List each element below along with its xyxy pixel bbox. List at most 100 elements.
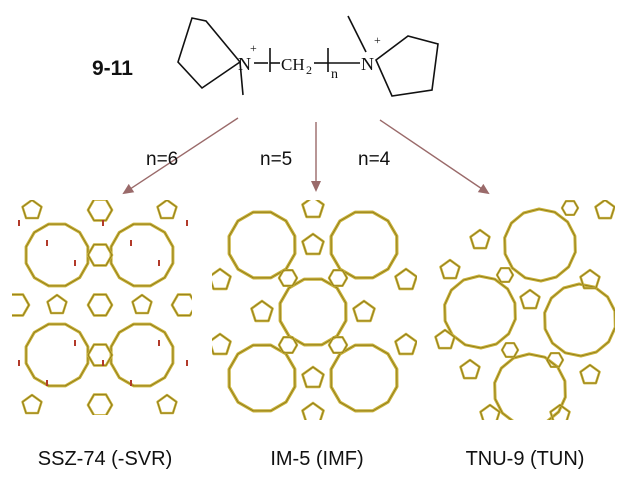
big-channel-ring — [227, 210, 297, 280]
six-ring — [170, 293, 192, 317]
five-ring-edge — [580, 269, 600, 289]
five-ring-edge — [132, 294, 152, 314]
five-ring-edge — [440, 259, 460, 279]
oxygen-atom — [158, 260, 160, 266]
six-ring-edge — [171, 294, 192, 316]
five-ring-edge — [22, 394, 42, 414]
chain-unit: CH — [281, 55, 305, 74]
six-ring — [86, 343, 114, 367]
six-ring-edge — [87, 294, 113, 316]
oval-channel-ring-edge — [25, 223, 89, 287]
big-channel-ring-edge — [494, 353, 566, 420]
five-ring-edge — [395, 333, 417, 355]
big-channel-ring-edge — [444, 275, 516, 349]
framework-tnu9 — [434, 200, 615, 420]
oval-channel-ring — [24, 222, 90, 288]
five-ring-edge — [302, 233, 324, 255]
six-ring — [86, 293, 114, 317]
framework-im5 — [212, 200, 417, 420]
arrow-right — [379, 119, 490, 195]
six-ring — [12, 293, 31, 317]
chain-index: n — [331, 67, 338, 82]
oval-channel-ring — [109, 322, 175, 388]
oxygen-atom — [74, 260, 76, 266]
five-ring-edge — [595, 200, 615, 219]
six-ring-edge — [496, 267, 514, 283]
big-channel-ring-edge — [504, 208, 576, 282]
five-ring — [479, 403, 501, 420]
six-ring-edge — [278, 336, 298, 354]
five-ring-edge — [251, 300, 273, 322]
five-ring-edge — [302, 402, 324, 420]
oxygen-atom — [46, 240, 48, 246]
six-ring-edge — [12, 294, 30, 316]
five-ring-edge — [580, 364, 600, 384]
pyrrolidine-ring-left — [177, 17, 242, 90]
five-ring-edge — [302, 366, 324, 388]
oxygen-atom — [46, 380, 48, 386]
oxygen-atom — [74, 340, 76, 346]
five-ring-edge — [470, 229, 490, 249]
five-ring-edge — [460, 359, 480, 379]
six-ring — [86, 243, 114, 267]
six-ring-edge — [328, 336, 348, 354]
big-channel-ring — [329, 343, 399, 413]
oval-channel-ring — [24, 322, 90, 388]
framework-ssz74 — [12, 200, 192, 415]
arrow-label-n5: n=5 — [260, 149, 293, 170]
big-channel-ring-edge — [228, 211, 296, 279]
nitrogen-left: N — [238, 54, 251, 74]
oxygen-atom — [130, 380, 132, 386]
five-ring — [301, 401, 325, 420]
six-ring-edge — [501, 342, 519, 358]
framework-label-im5: IM-5 (IMF) — [270, 448, 364, 470]
five-ring-edge — [157, 200, 177, 219]
charge-left: + — [250, 41, 257, 55]
oxygen-atom — [102, 220, 104, 226]
five-ring-edge — [302, 200, 324, 218]
oval-channel-ring-edge — [25, 323, 89, 387]
chain-subscript: 2 — [306, 63, 312, 77]
big-channel-ring-edge — [330, 344, 398, 412]
five-ring-edge — [353, 300, 375, 322]
six-ring-edge — [546, 352, 564, 368]
oxygen-atom — [18, 220, 20, 226]
arrow-label-n6: n=6 — [146, 149, 179, 170]
big-channel-ring — [329, 210, 399, 280]
oxygen-atom — [130, 240, 132, 246]
five-ring-edge — [480, 404, 500, 420]
framework-label-ssz74: SSZ-74 (-SVR) — [37, 448, 173, 470]
six-ring-edge — [87, 200, 113, 221]
methyl-bond-right — [347, 15, 367, 53]
five-ring-edge — [212, 268, 231, 290]
framework-label-tnu9: TNU-9 (TUN) — [465, 448, 585, 470]
five-ring-edge — [157, 394, 177, 414]
oval-channel-ring — [109, 222, 175, 288]
big-channel-ring-edge — [544, 283, 615, 357]
six-ring-edge — [561, 200, 579, 216]
molecule-structure: N + CH 2 n N + — [177, 15, 439, 97]
oxygen-atom — [102, 360, 104, 366]
big-channel-ring-edge — [330, 211, 398, 279]
arrow-label-n4: n=4 — [358, 149, 391, 170]
five-ring-edge — [212, 333, 231, 355]
six-ring-edge — [328, 269, 348, 287]
pyrrolidine-ring-right — [375, 35, 439, 97]
nitrogen-right: N — [361, 54, 374, 74]
five-ring-edge — [22, 200, 42, 219]
five-ring-edge — [435, 329, 455, 349]
oxygen-atom — [186, 360, 188, 366]
oval-channel-ring-edge — [110, 323, 174, 387]
five-ring-edge — [395, 268, 417, 290]
six-ring-edge — [278, 269, 298, 287]
methyl-bond-left — [239, 61, 244, 96]
big-channel-ring — [227, 343, 297, 413]
compound-label: 9-11 — [92, 57, 133, 80]
oxygen-atom — [18, 360, 20, 366]
oxygen-atom — [186, 220, 188, 226]
oxygen-atom — [158, 340, 160, 346]
big-channel-ring — [278, 277, 348, 347]
five-ring-edge — [550, 404, 570, 420]
five-ring-edge — [47, 294, 67, 314]
